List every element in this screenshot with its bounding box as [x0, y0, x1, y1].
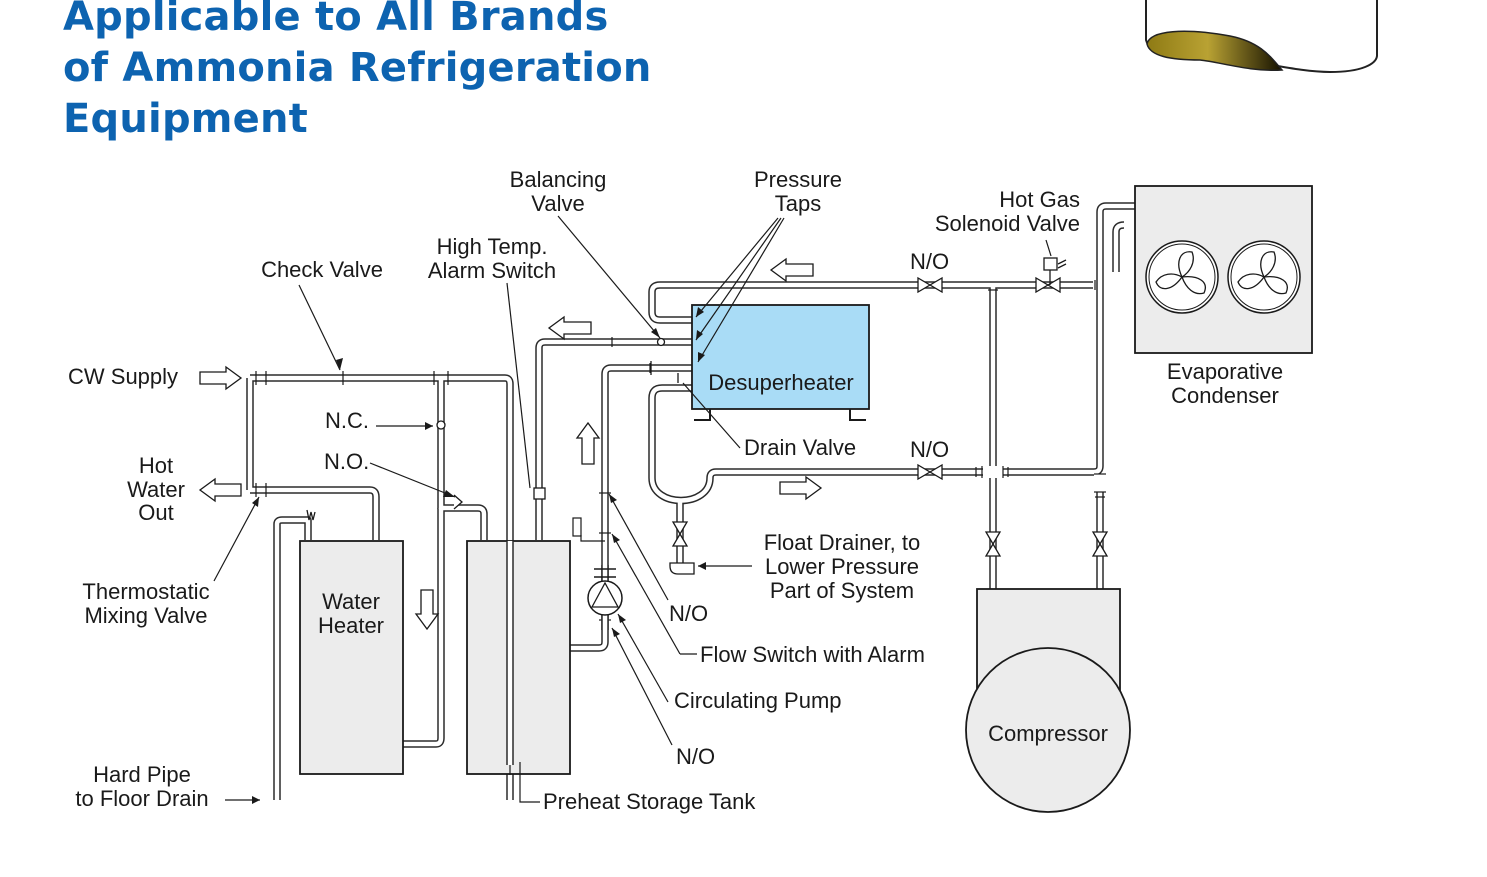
pressure-taps-label-1: Pressure — [754, 167, 842, 192]
water-heater: Water Heater — [299, 540, 404, 775]
fan-icon — [1145, 240, 1219, 314]
hard-pipe-label-2: to Floor Drain — [75, 786, 208, 811]
cylinder-graphic — [1145, 0, 1378, 74]
no-label-pump: N/O — [676, 744, 715, 769]
hot-water-out-label-3: Out — [138, 500, 173, 525]
flow-arrows — [198, 257, 823, 631]
check-valve-label: Check Valve — [261, 257, 383, 282]
piping — [246, 202, 1135, 800]
arrow-down-icon — [414, 589, 440, 631]
hot-water-out-label-2: Water — [127, 477, 185, 502]
cw-supply-label: CW Supply — [68, 364, 178, 389]
pipe-breaks — [981, 466, 1106, 493]
no-label-mid: N/O — [910, 437, 949, 462]
preheat-storage-tank — [466, 540, 571, 803]
pump-icon — [572, 517, 623, 630]
valves — [306, 257, 1109, 575]
float-drainer-label-1: Float Drainer, to — [764, 530, 921, 555]
arrow-right-icon — [199, 365, 243, 391]
arrow-left-icon — [547, 315, 592, 341]
page-title: Applicable to All Brands of Ammonia Refr… — [63, 0, 652, 145]
hard-pipe-label-1: Hard Pipe — [93, 762, 191, 787]
arrow-right-icon — [779, 475, 823, 501]
high-temp-label-1: High Temp. — [437, 234, 548, 259]
water-heater-label-2: Heater — [318, 613, 384, 638]
leader-lines — [213, 215, 1052, 801]
arrow-left-icon — [769, 257, 814, 283]
float-drainer-label-2: Lower Pressure — [765, 554, 919, 579]
mixing-valve-label-2: Mixing Valve — [84, 603, 207, 628]
balancing-valve-label-1: Balancing — [510, 167, 607, 192]
circulating-pump-label: Circulating Pump — [674, 688, 842, 713]
fan-icon — [1227, 240, 1301, 314]
compressor-label: Compressor — [988, 721, 1108, 746]
arrow-up-icon — [575, 421, 601, 465]
no-label-top: N/O — [910, 249, 949, 274]
title-line-2: of Ammonia Refrigeration — [63, 45, 652, 91]
flow-switch-label: Flow Switch with Alarm — [700, 642, 925, 667]
no-label: N.O. — [324, 449, 369, 474]
hot-water-out-label-1: Hot — [139, 453, 173, 478]
arrow-left-icon — [198, 477, 242, 503]
labels: Balancing Valve Pressure Taps Hot Gas So… — [68, 167, 1080, 814]
evaporative-condenser: Evaporative Condenser — [1134, 185, 1313, 408]
no-label-flow: N/O — [669, 601, 708, 626]
mixing-valve-label-1: Thermostatic — [82, 579, 209, 604]
condenser-label-2: Condenser — [1171, 383, 1279, 408]
condenser-label-1: Evaporative — [1167, 359, 1283, 384]
water-heater-label-1: Water — [322, 589, 380, 614]
desuperheater-label: Desuperheater — [708, 370, 854, 395]
hot-gas-label-2: Solenoid Valve — [935, 211, 1080, 236]
nc-label: N.C. — [325, 408, 369, 433]
hot-gas-label-1: Hot Gas — [999, 187, 1080, 212]
float-drainer-label-3: Part of System — [770, 578, 914, 603]
leader-arrowheads — [252, 307, 706, 804]
title-line-1: Applicable to All Brands — [63, 0, 609, 40]
compressor: Compressor — [965, 588, 1131, 813]
title-line-3: Equipment — [63, 96, 308, 142]
drain-valve-label: Drain Valve — [744, 435, 856, 460]
preheat-tank-label: Preheat Storage Tank — [543, 789, 756, 814]
high-temp-label-2: Alarm Switch — [428, 258, 556, 283]
balancing-valve-label-2: Valve — [531, 191, 584, 216]
desuperheater: Desuperheater — [691, 304, 870, 421]
pressure-taps-label-2: Taps — [775, 191, 821, 216]
